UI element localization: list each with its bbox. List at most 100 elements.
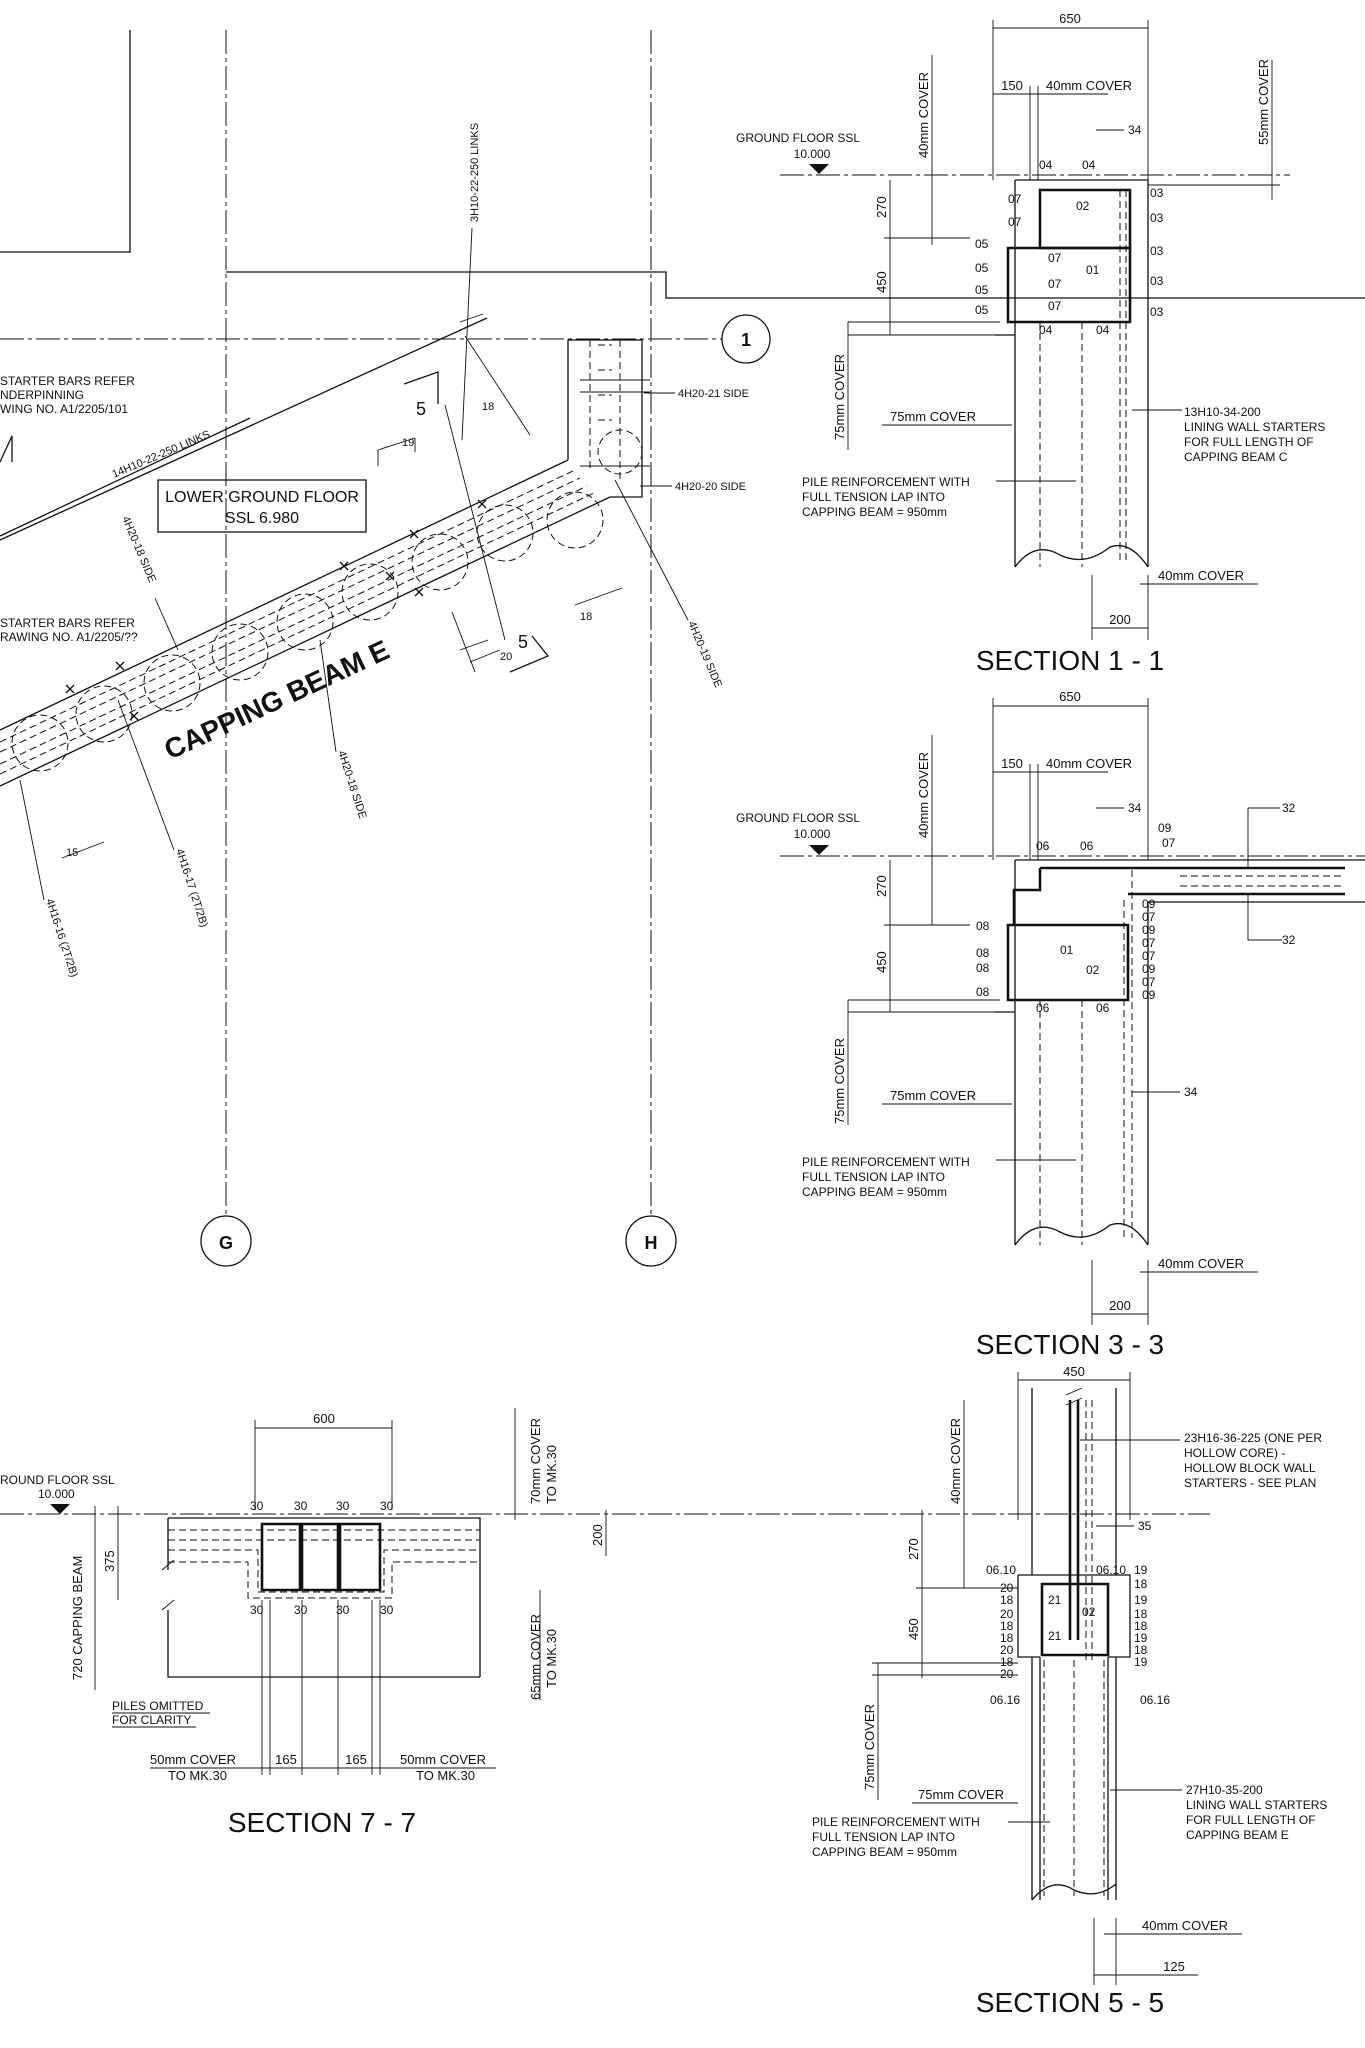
s77-dim-165b: 165: [345, 1752, 367, 1767]
grid-bubble-h[interactable]: [625, 1215, 677, 1267]
bar-4h20-20: 4H20-20 SIDE: [675, 481, 746, 493]
s11-cover-40b: 40mm COVER: [1158, 568, 1244, 583]
s55-dim-270: 270: [906, 1538, 921, 1560]
section-3-3: 650 150 40mm COVER 34 GROUND FLOOR SSL 1…: [736, 689, 1365, 1360]
s33-mark-right-7: 07: [1142, 975, 1156, 989]
s55-dim-125: 125: [1163, 1959, 1185, 1974]
s11-mark-inner-1: 02: [1076, 199, 1090, 213]
s55-mark-right-7: 18: [1134, 1643, 1148, 1657]
s11-ssl-value: 10.000: [794, 147, 831, 161]
s55-mark-inner-2: 02: [1082, 1605, 1096, 1619]
s77-cover-65: 65mm COVER: [528, 1614, 543, 1700]
s11-dim-150: 150: [1001, 78, 1023, 93]
s77-dim-720: 720 CAPPING BEAM: [70, 1556, 85, 1680]
s33-mark-left-2: 08: [976, 946, 990, 960]
section-5-5: 450 40mm COVER 270 450 75mm COVER 06.10 …: [812, 1364, 1327, 2018]
s33-mark-left-4: 08: [976, 985, 990, 999]
s33-ssl-value: 10.000: [794, 827, 831, 841]
s55-cover-40b: 40mm COVER: [1142, 1918, 1228, 1933]
s33-bar-34: 34: [1128, 801, 1142, 815]
s11-mark-inner-3: 01: [1086, 263, 1100, 277]
s11-title: SECTION 1 - 1: [976, 645, 1164, 676]
note1-line1: STARTER BARS REFER: [0, 374, 135, 388]
s33-dim-270: 270: [874, 875, 889, 897]
s33-mark-left-3: 08: [976, 961, 990, 975]
s33-mark-left-1: 08: [976, 919, 990, 933]
s55-title: SECTION 5 - 5: [976, 1987, 1164, 2018]
s11-mark-inner-4: 07: [1048, 277, 1062, 291]
s11-bar-34: 34: [1128, 123, 1142, 137]
s33-bar-32b: 32: [1282, 933, 1296, 947]
s11-cover-40: 40mm COVER: [1046, 78, 1132, 93]
links3-label: 3H10-22-250 LINKS: [469, 123, 481, 222]
grid-bubble-1[interactable]: [721, 314, 771, 364]
s77-mark-top-1: 30: [250, 1499, 264, 1513]
s33-mark-bot-1: 06: [1036, 1001, 1050, 1015]
s11-starters-2: LINING WALL STARTERS: [1184, 420, 1325, 434]
s55-mark-left-7: 18: [1000, 1655, 1014, 1669]
s77-mark-top-4: 30: [380, 1499, 394, 1513]
bar-4h20-19: 4H20-19 SIDE: [685, 619, 724, 689]
s11-cover-75v: 75mm COVER: [832, 354, 847, 440]
note1-line2: NDERPINNING: [0, 388, 84, 402]
s33-mark-right-6: 09: [1142, 962, 1156, 976]
s55-dim-450v: 450: [906, 1618, 921, 1640]
s33-mark-right-4: 07: [1142, 936, 1156, 950]
bar-4h20-18b: 4H20-18 SIDE: [335, 749, 368, 820]
mark-18a: 18: [482, 401, 494, 413]
s77-ssl-value: 10.000: [38, 1487, 75, 1501]
s55-starters-2: LINING WALL STARTERS: [1186, 1798, 1327, 1812]
s11-ssl-label: GROUND FLOOR SSL: [736, 131, 860, 145]
s11-pile-3: CAPPING BEAM = 950mm: [802, 505, 947, 519]
s55-starters-3: FOR FULL LENGTH OF: [1186, 1813, 1316, 1827]
s33-title: SECTION 3 - 3: [976, 1329, 1164, 1360]
s33-dim-150: 150: [1001, 756, 1023, 771]
section-1-1: 650 150 40mm COVER 34 GROUND FLOOR SSL 1…: [736, 11, 1325, 676]
s55-core-2: HOLLOW CORE) -: [1184, 1446, 1285, 1460]
note2-line1: STARTER BARS REFER: [0, 616, 135, 630]
s33-mark-right-1: 09: [1142, 897, 1156, 911]
s33-cover-75: 75mm COVER: [890, 1088, 976, 1103]
s33-mark-corner-1: 09: [1158, 821, 1172, 835]
s55-mark-0616a: 06.16: [990, 1693, 1020, 1707]
s55-core-4: STARTERS - SEE PLAN: [1184, 1476, 1316, 1490]
s77-cover-50b: 50mm COVER: [400, 1752, 486, 1767]
s55-mark-right-6: 19: [1134, 1631, 1148, 1645]
s33-dim-650: 650: [1059, 689, 1081, 704]
s55-mark-inner-3: 21: [1048, 1629, 1062, 1643]
s33-bar-34b: 34: [1184, 1085, 1198, 1099]
section-marker-5b: 5: [518, 632, 528, 652]
s33-mark-corner-2: 07: [1162, 836, 1176, 850]
s11-mark-right-2: 03: [1150, 211, 1164, 225]
s33-bar-32a: 32: [1282, 801, 1296, 815]
s55-pile-3: CAPPING BEAM = 950mm: [812, 1845, 957, 1859]
s33-ssl-label: GROUND FLOOR SSL: [736, 811, 860, 825]
s55-pile-1: PILE REINFORCEMENT WITH: [812, 1815, 980, 1829]
s11-mark-top-2: 04: [1082, 158, 1096, 172]
s33-mark-inner-2: 02: [1086, 963, 1100, 977]
s11-mark-left-2: 07: [1008, 215, 1022, 229]
s55-mark-0616b: 06.16: [1140, 1693, 1170, 1707]
s55-mark-0610a: 06.10: [986, 1563, 1016, 1577]
section-marker-5a: 5: [416, 399, 426, 419]
s33-dim-450: 450: [874, 951, 889, 973]
s55-starters-4: CAPPING BEAM E: [1186, 1828, 1289, 1842]
s33-mark-right-2: 07: [1142, 910, 1156, 924]
s77-title: SECTION 7 - 7: [228, 1807, 416, 1838]
s77-dim-600: 600: [313, 1411, 335, 1426]
grid-bubble-g[interactable]: [200, 1215, 252, 1267]
s55-core-1: 23H16-36-225 (ONE PER: [1184, 1431, 1322, 1445]
lower-ground-floor-box: [157, 479, 367, 533]
s77-mark-bot-4: 30: [380, 1603, 394, 1617]
s77-piles-omitted-2: FOR CLARITY: [112, 1713, 191, 1727]
s55-mark-right-8: 19: [1134, 1655, 1148, 1669]
s55-core-3: HOLLOW BLOCK WALL: [1184, 1461, 1316, 1475]
s55-mark-left-4: 18: [1000, 1619, 1014, 1633]
s33-cover-40b: 40mm COVER: [1158, 1256, 1244, 1271]
s77-piles-omitted-1: PILES OMITTED: [112, 1699, 204, 1713]
s55-mark-right-1: 19: [1134, 1563, 1148, 1577]
note2-line2: RAWING NO. A1/2205/??: [0, 630, 138, 644]
s11-cover-40v: 40mm COVER: [916, 72, 931, 158]
s33-pile-3: CAPPING BEAM = 950mm: [802, 1185, 947, 1199]
